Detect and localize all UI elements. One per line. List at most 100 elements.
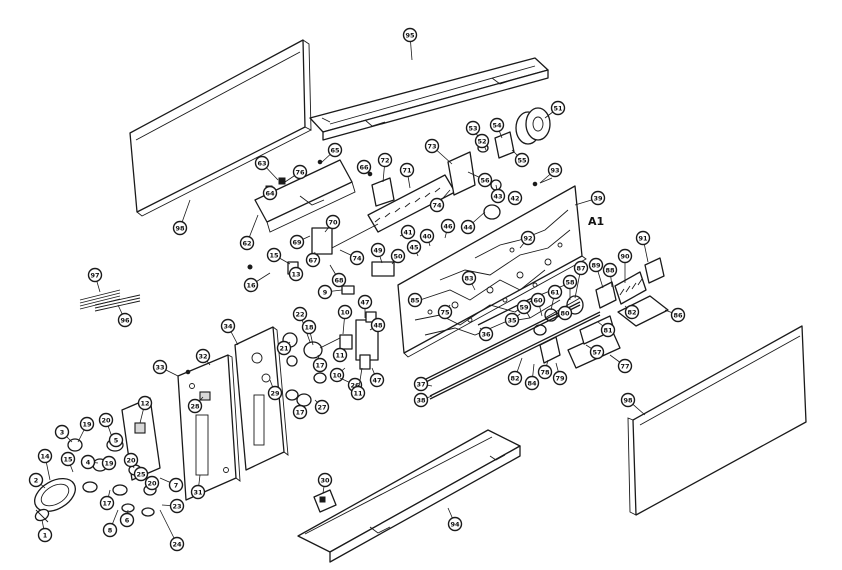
callout-c64: 64 bbox=[262, 185, 278, 201]
callout-number: 60 bbox=[533, 297, 543, 305]
callout-bubble bbox=[437, 304, 453, 320]
callout-bubble bbox=[79, 416, 95, 432]
callout-number: 82 bbox=[627, 309, 636, 317]
callout-bubble bbox=[588, 257, 604, 273]
callout-bubble bbox=[573, 260, 589, 276]
callout-c60: 60 bbox=[530, 292, 546, 317]
callout-number: 74 bbox=[432, 202, 442, 210]
callout-c98b: 98 bbox=[620, 392, 646, 416]
callout-bubble bbox=[60, 451, 76, 467]
callout-bubble bbox=[350, 385, 366, 401]
callout-number: 89 bbox=[591, 262, 601, 270]
callout-number: 54 bbox=[492, 122, 502, 130]
callout-number: 11 bbox=[353, 390, 363, 398]
callout-number: 71 bbox=[402, 167, 412, 175]
callout-c69: 69 bbox=[289, 234, 311, 250]
callout-c32: 32 bbox=[195, 348, 211, 366]
callout-c50: 50 bbox=[390, 248, 406, 265]
callout-number: 83 bbox=[464, 275, 473, 283]
callout-c20b: 20 bbox=[123, 452, 139, 469]
callout-c27: 27 bbox=[314, 399, 330, 415]
wire-bundles bbox=[79, 289, 141, 312]
callout-number: 47 bbox=[372, 377, 381, 385]
callout-c86: 86 bbox=[664, 307, 686, 323]
callout-number: 25 bbox=[136, 471, 146, 479]
callout-c89: 89 bbox=[588, 257, 604, 289]
callout-bubble bbox=[169, 498, 185, 514]
callout-number: 38 bbox=[416, 397, 426, 405]
callout-c9: 9 bbox=[317, 284, 343, 300]
callout-number: 47 bbox=[360, 299, 369, 307]
callout-bubble bbox=[80, 454, 96, 470]
sub-panel bbox=[234, 326, 289, 471]
callout-number: 86 bbox=[673, 312, 683, 320]
callout-number: 1 bbox=[43, 532, 48, 540]
callout-c12: 12 bbox=[137, 395, 153, 424]
callout-bubble bbox=[331, 272, 347, 288]
callout-bubble bbox=[602, 262, 618, 278]
callout-number: 37 bbox=[416, 381, 425, 389]
callout-bubble bbox=[101, 455, 117, 471]
callout-bubble bbox=[524, 375, 540, 391]
callout-number: 8 bbox=[108, 527, 113, 535]
callout-bubble bbox=[144, 475, 160, 491]
callout-bubble bbox=[117, 312, 133, 328]
callout-bubble bbox=[37, 448, 53, 464]
callout-bubble bbox=[413, 392, 429, 408]
coil-assembly bbox=[311, 151, 476, 255]
callout-c84: 84 bbox=[524, 363, 540, 391]
callout-number: 15 bbox=[63, 456, 73, 464]
callout-bubble bbox=[220, 318, 236, 334]
left-side-shield bbox=[129, 39, 312, 217]
callout-number: 33 bbox=[155, 364, 164, 372]
callout-c38: 38 bbox=[413, 392, 433, 408]
callout-bubble bbox=[460, 219, 476, 235]
callout-number: 82 bbox=[510, 375, 519, 383]
callout-c56: 56 bbox=[467, 171, 493, 188]
callout-bubble bbox=[400, 224, 416, 240]
callout-number: 96 bbox=[120, 317, 130, 325]
callout-c57: 57 bbox=[585, 344, 605, 360]
callout-number: 67 bbox=[308, 257, 317, 265]
callout-bubble bbox=[489, 117, 505, 133]
callout-bubble bbox=[289, 234, 305, 250]
callout-c13: 13 bbox=[288, 266, 304, 282]
callout-c68: 68 bbox=[329, 264, 347, 288]
callout-number: 77 bbox=[620, 363, 629, 371]
callout-number: 75 bbox=[440, 309, 450, 317]
callout-number: 70 bbox=[328, 219, 338, 227]
callout-number: 42 bbox=[510, 195, 519, 203]
callout-number: 76 bbox=[295, 169, 305, 177]
callout-number: 31 bbox=[193, 489, 203, 497]
callout-number: 62 bbox=[242, 240, 251, 248]
callout-bubble bbox=[552, 370, 568, 386]
front-panel bbox=[177, 354, 241, 501]
callout-c74b: 74 bbox=[339, 249, 365, 266]
callout-number: 92 bbox=[523, 235, 532, 243]
callout-c16: 16 bbox=[243, 272, 271, 293]
callout-c94: 94 bbox=[447, 507, 463, 532]
callout-c82: 82 bbox=[624, 304, 640, 320]
callout-number: 98 bbox=[175, 225, 185, 233]
callout-c47b: 47 bbox=[369, 367, 385, 388]
callout-bubble bbox=[337, 304, 353, 320]
callout-bubble bbox=[99, 495, 115, 511]
callout-number: 11 bbox=[335, 352, 345, 360]
callout-number: 55 bbox=[517, 157, 527, 165]
callout-c45: 45 bbox=[406, 239, 422, 257]
callout-number: 57 bbox=[592, 349, 601, 357]
callout-bubble bbox=[239, 235, 255, 251]
callout-c39: 39 bbox=[574, 190, 606, 206]
callout-number: 10 bbox=[340, 309, 350, 317]
callout-number: 79 bbox=[555, 375, 565, 383]
callout-c78: 78 bbox=[537, 359, 553, 380]
callout-number: 17 bbox=[315, 362, 324, 370]
callout-number: 74 bbox=[352, 255, 362, 263]
callout-c17c: 17 bbox=[99, 489, 115, 511]
callout-c61: 61 bbox=[547, 284, 563, 311]
callout-number: 48 bbox=[373, 322, 383, 330]
callout-number: 73 bbox=[427, 143, 436, 151]
callout-bubble bbox=[562, 274, 578, 290]
callout-number: 49 bbox=[373, 247, 383, 255]
callout-c58: 58 bbox=[562, 274, 578, 300]
